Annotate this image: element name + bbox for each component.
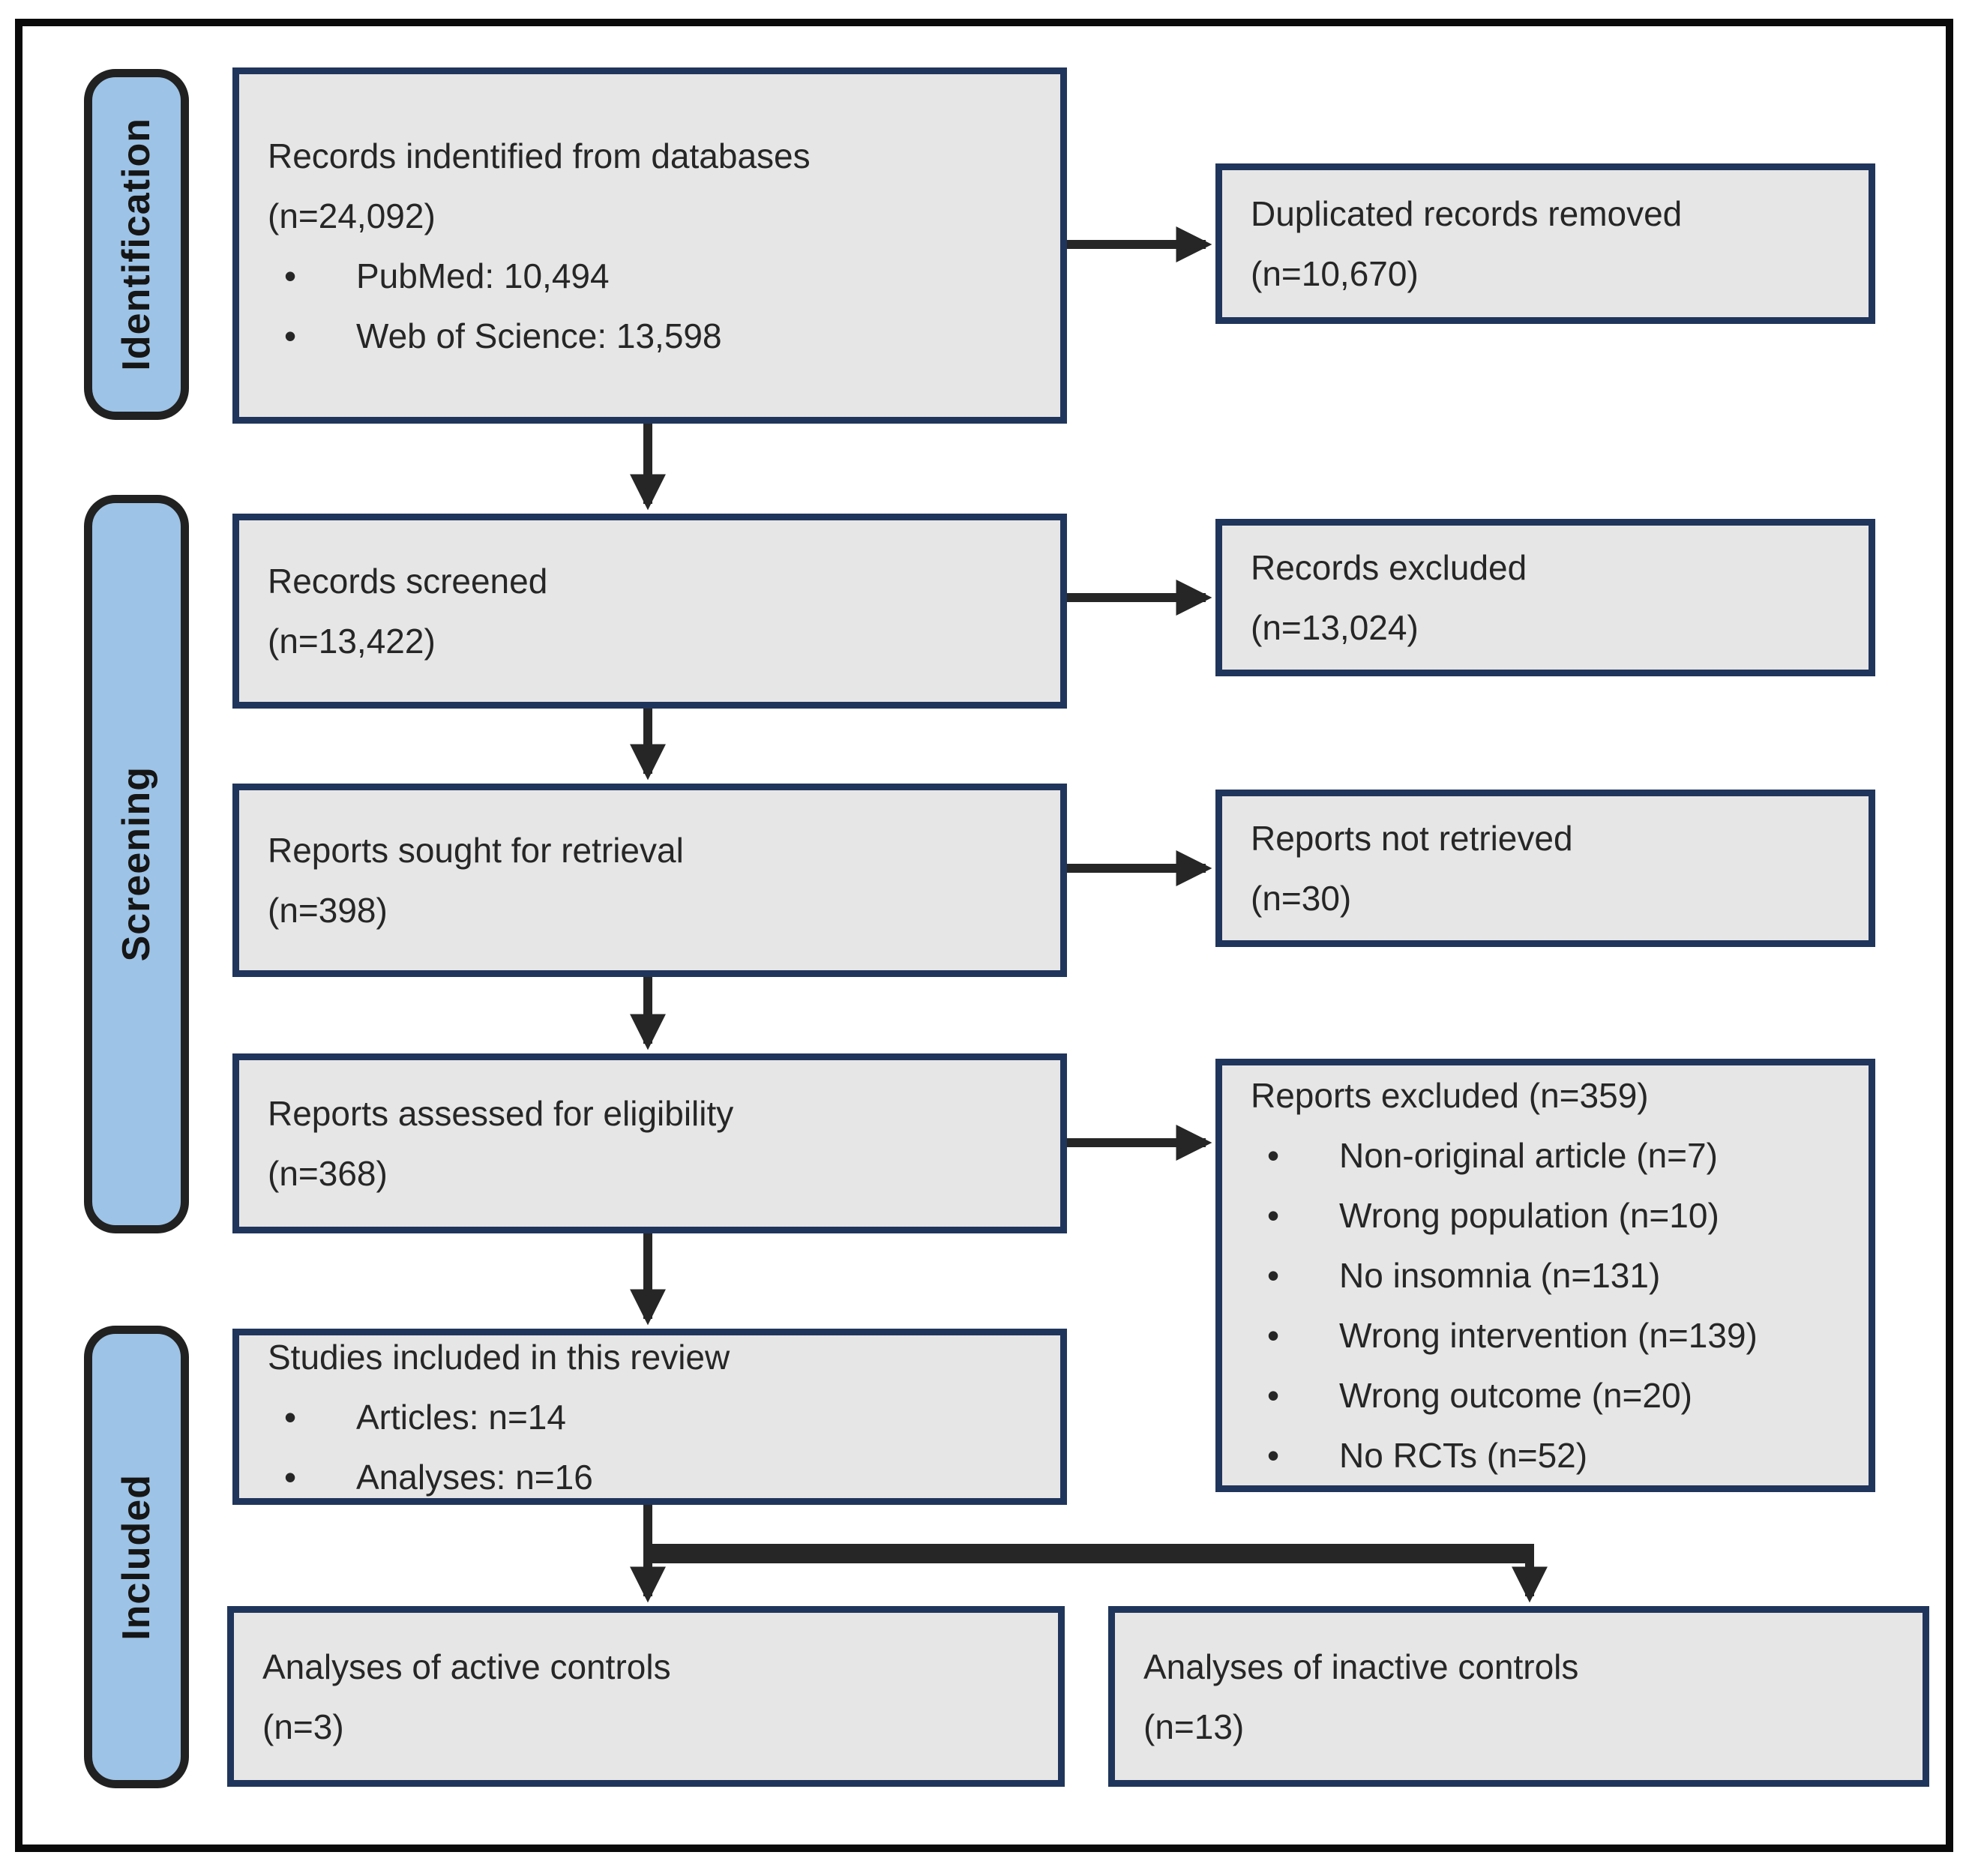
stage-included-label: Included — [115, 1473, 158, 1641]
box-duplicates-removed: Duplicated records removed (n=10,670) — [1215, 163, 1875, 324]
list-item: PubMed: 10,494 — [268, 246, 1045, 306]
box-inactive-controls-title: Analyses of inactive controls — [1143, 1647, 1579, 1686]
stage-included: Included — [84, 1326, 189, 1788]
box-records-excluded: Records excluded (n=13,024) — [1215, 519, 1875, 676]
box-records-screened-title: Records screened — [268, 562, 548, 601]
box-records-identified-list: PubMed: 10,494 Web of Science: 13,598 — [268, 246, 1045, 366]
box-reports-sought: Reports sought for retrieval (n=398) — [232, 784, 1067, 977]
box-records-identified-title: Records indentified from databases — [268, 136, 811, 175]
box-reports-assessed: Reports assessed for eligibility (n=368) — [232, 1053, 1067, 1233]
list-item: No insomnia (n=131) — [1251, 1245, 1854, 1305]
box-records-excluded-count: (n=13,024) — [1251, 608, 1419, 647]
box-studies-included: Studies included in this review Articles… — [232, 1329, 1067, 1507]
box-active-controls: Analyses of active controls (n=3) — [227, 1606, 1065, 1787]
box-studies-included-title: Studies included in this review — [268, 1337, 730, 1377]
box-reports-sought-title: Reports sought for retrieval — [268, 831, 684, 870]
list-item: Wrong outcome (n=20) — [1251, 1365, 1854, 1425]
box-reports-not-retrieved-title: Reports not retrieved — [1251, 819, 1573, 858]
box-records-screened-count: (n=13,422) — [268, 622, 436, 661]
stage-screening-label: Screening — [115, 766, 158, 962]
box-records-identified: Records indentified from databases (n=24… — [232, 67, 1067, 424]
list-item: Articles: n=14 — [268, 1387, 1045, 1447]
box-studies-included-list: Articles: n=14 Analyses: n=16 — [268, 1387, 1045, 1507]
box-reports-assessed-count: (n=368) — [268, 1154, 388, 1193]
box-reports-excluded-list: Non-original article (n=7) Wrong populat… — [1251, 1125, 1854, 1485]
box-inactive-controls: Analyses of inactive controls (n=13) — [1108, 1606, 1929, 1787]
box-reports-assessed-title: Reports assessed for eligibility — [268, 1094, 734, 1133]
box-inactive-controls-count: (n=13) — [1143, 1707, 1245, 1746]
list-item: Web of Science: 13,598 — [268, 306, 1045, 366]
box-reports-excluded-title: Reports excluded (n=359) — [1251, 1076, 1649, 1115]
box-active-controls-count: (n=3) — [262, 1707, 344, 1746]
box-reports-not-retrieved-count: (n=30) — [1251, 879, 1352, 918]
stage-identification-label: Identification — [115, 118, 158, 371]
box-duplicates-removed-count: (n=10,670) — [1251, 254, 1419, 293]
list-item: Wrong intervention (n=139) — [1251, 1305, 1854, 1365]
list-item: Analyses: n=16 — [268, 1447, 1045, 1507]
box-reports-excluded: Reports excluded (n=359) Non-original ar… — [1215, 1059, 1875, 1492]
box-reports-not-retrieved: Reports not retrieved (n=30) — [1215, 790, 1875, 947]
box-active-controls-title: Analyses of active controls — [262, 1647, 671, 1686]
list-item: No RCTs (n=52) — [1251, 1425, 1854, 1485]
box-records-identified-count: (n=24,092) — [268, 196, 436, 235]
stage-identification: Identification — [84, 69, 189, 420]
box-duplicates-removed-title: Duplicated records removed — [1251, 194, 1683, 233]
list-item: Wrong population (n=10) — [1251, 1185, 1854, 1245]
outer-frame — [15, 19, 1953, 1852]
stage-screening: Screening — [84, 495, 189, 1233]
box-reports-sought-count: (n=398) — [268, 891, 388, 930]
list-item: Non-original article (n=7) — [1251, 1125, 1854, 1185]
box-records-excluded-title: Records excluded — [1251, 548, 1527, 587]
box-records-screened: Records screened (n=13,422) — [232, 514, 1067, 709]
